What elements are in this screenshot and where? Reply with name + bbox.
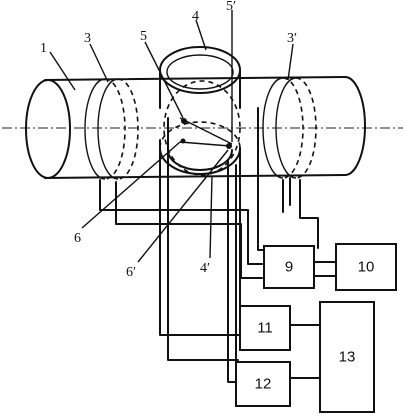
block-9-label: 9 bbox=[285, 259, 293, 276]
label-sensor-5: 5 bbox=[140, 29, 147, 44]
block-13: 13 bbox=[319, 301, 375, 413]
label-sensor-6: 6 bbox=[74, 231, 81, 246]
block-13-label: 13 bbox=[339, 349, 356, 366]
label-tube: 1 bbox=[40, 41, 47, 56]
label-sensor-6p: 6′ bbox=[126, 265, 136, 280]
wiring bbox=[99, 107, 337, 385]
block-12-label: 12 bbox=[255, 376, 272, 393]
sensor-5p-marker bbox=[226, 143, 232, 149]
label-ring-top: 4 bbox=[192, 9, 199, 24]
sensor-5-marker bbox=[181, 118, 187, 124]
ring-top bbox=[159, 46, 241, 109]
block-9: 9 bbox=[263, 245, 315, 289]
sensor-6-marker bbox=[180, 138, 186, 144]
tube-left-end bbox=[25, 79, 71, 179]
sensor-diagonal-lower bbox=[179, 141, 231, 147]
block-11: 11 bbox=[239, 305, 291, 351]
block-10: 10 bbox=[335, 243, 397, 291]
label-sensor-5p: 5′ bbox=[226, 0, 236, 14]
coil-right bbox=[262, 77, 317, 179]
block-10-label: 10 bbox=[358, 259, 375, 276]
sensor-diagonal-upper bbox=[179, 117, 233, 145]
block-12: 12 bbox=[235, 361, 291, 407]
inner-cross-section bbox=[163, 80, 241, 176]
tube-right-end bbox=[344, 76, 366, 176]
label-ring-bottom: 4′ bbox=[200, 261, 210, 276]
block-11-label: 11 bbox=[257, 320, 273, 337]
label-coil-left: 3 bbox=[84, 31, 91, 46]
leader-lines bbox=[49, 10, 294, 263]
coil-left bbox=[84, 78, 139, 180]
label-coil-right: 3′ bbox=[287, 31, 297, 46]
